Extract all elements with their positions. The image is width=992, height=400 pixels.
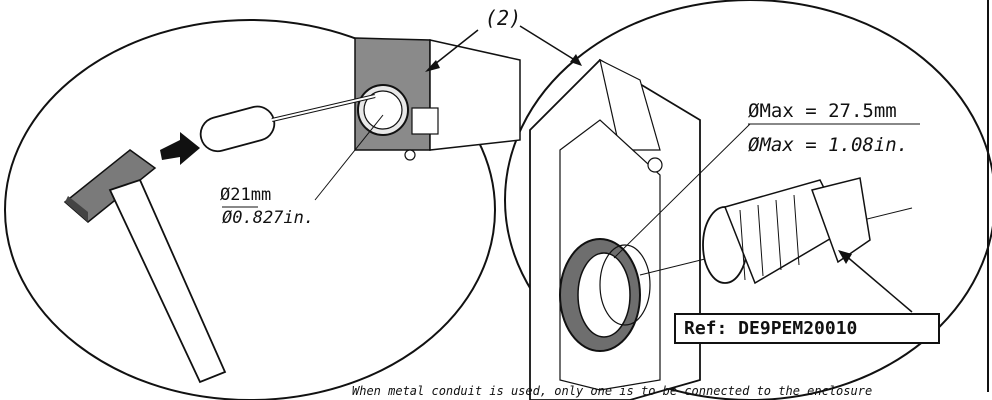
cable-gland-icon [702, 177, 871, 285]
right-detail-ellipse [504, 0, 992, 400]
left-detail-ellipse [4, 19, 496, 400]
direction-arrow [160, 132, 200, 165]
callout-label: (2) [485, 6, 522, 30]
max-diameter-mm: ØMax = 27.5mm [748, 100, 897, 122]
hole-diameter-in: Ø0.827in. [222, 208, 315, 228]
reference-box: Ref: DE9PEM20010 [674, 313, 940, 344]
max-diameter-in: ØMax = 1.08in. [748, 134, 909, 156]
screwdriver-icon [199, 94, 376, 153]
enclosure-plate-left [354, 37, 521, 161]
enclosure-body-right [529, 58, 701, 400]
hammer-icon [63, 149, 227, 384]
lock-nut-icon [559, 238, 651, 352]
hole-diameter-mm: Ø21mm [220, 185, 272, 205]
conduit-note: When metal conduit is used, only one is … [352, 384, 873, 398]
